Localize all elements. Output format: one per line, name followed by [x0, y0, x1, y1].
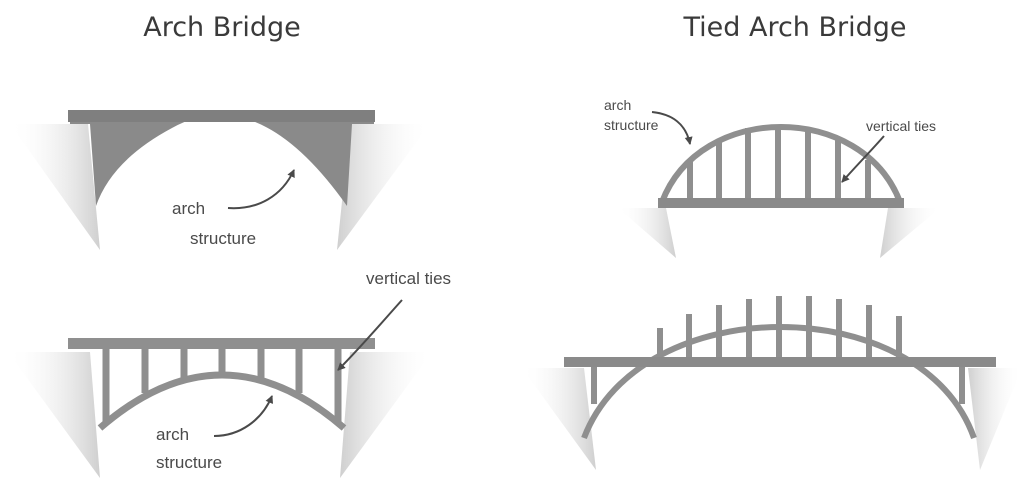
arch-label-line2: structure: [156, 453, 222, 472]
vertical-ties: [591, 296, 965, 404]
deck: [564, 357, 996, 367]
ties-arrow: [337, 299, 403, 371]
arch-bridge-title: Arch Bridge: [143, 12, 301, 43]
tied-arch-bridge-title: Tied Arch Bridge: [683, 12, 907, 43]
right-bank: [880, 208, 940, 258]
open-arch-bridge: vertical ties arch structure: [8, 269, 451, 478]
arch-arrow: [213, 395, 273, 437]
arch-label-line1: arch: [172, 199, 205, 218]
left-bank: [10, 124, 100, 250]
vertical-ties: [687, 125, 871, 202]
arch-label-line1: arch: [156, 425, 189, 444]
deck: [658, 198, 904, 208]
tied-arch-bridge: arch structure vertical ties: [604, 97, 940, 258]
right-bank: [340, 352, 432, 478]
arch-rib: [97, 371, 347, 431]
left-bank: [618, 208, 676, 258]
arch-label-line1: arch: [604, 97, 631, 113]
right-bank: [337, 124, 430, 250]
deck: [68, 338, 375, 349]
solid-arch-bridge: arch structure: [10, 110, 430, 250]
solid-arch-body: [70, 112, 374, 206]
arch-label-line2: structure: [604, 117, 659, 133]
left-bank: [522, 368, 596, 470]
deck: [68, 110, 375, 122]
right-bank: [968, 368, 1022, 470]
arch-label-line2: structure: [190, 229, 256, 248]
left-bank: [8, 352, 100, 478]
through-arch-bridge: [522, 296, 1022, 470]
arch-arrow: [227, 169, 295, 210]
ties-arrow: [841, 135, 885, 183]
vertical-ties: [102, 345, 342, 422]
ties-label: vertical ties: [866, 118, 936, 134]
ties-label: vertical ties: [366, 269, 451, 288]
arch-arrow: [651, 111, 693, 145]
